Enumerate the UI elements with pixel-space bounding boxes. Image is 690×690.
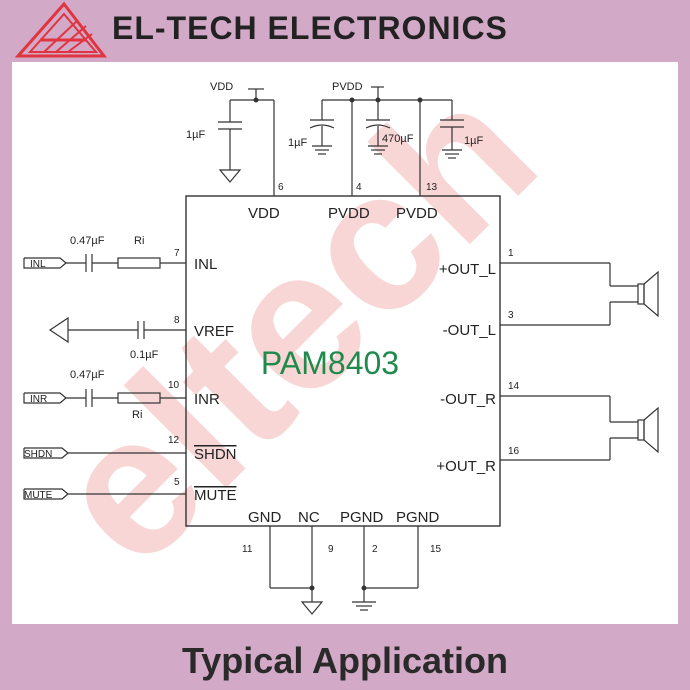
pin-number-6: 6: [278, 182, 284, 193]
inr-cap-label: 0.47µF: [70, 369, 105, 381]
pin-name-vref: VREF: [194, 323, 234, 340]
pin-name-vdd: VDD: [248, 205, 280, 222]
vdd-supply-label: VDD: [210, 81, 233, 93]
pin-name-minus-out-l: -OUT_L: [443, 322, 496, 339]
pin-name-plus-out-r: +OUT_R: [436, 458, 496, 475]
pin-name-pgnd-15: PGND: [396, 509, 440, 526]
pin-number-8: 8: [174, 315, 180, 326]
input-shdn-label: SHDN: [24, 449, 52, 460]
pvdd-cap3-label: 1µF: [464, 135, 483, 147]
pin-number-4: 4: [356, 182, 362, 193]
pvdd-cap2-label: 470µF: [382, 133, 414, 145]
pin-name-pvdd-4: PVDD: [328, 205, 370, 222]
brand-name: EL-TECH ELECTRONICS: [112, 10, 508, 46]
vdd-cap-label: 1µF: [186, 129, 205, 141]
pin-name-mute: MUTE: [194, 487, 237, 504]
pin-number-16: 16: [508, 446, 520, 457]
header: EL-TECH ELECTRONICS: [0, 0, 690, 62]
pin-number-12: 12: [168, 435, 180, 446]
pin-name-inr: INR: [194, 391, 220, 408]
input-inl-label: INL: [30, 259, 46, 270]
chip-name: PAM8403: [261, 345, 399, 381]
chip-body: [185, 195, 501, 527]
pin-number-2: 2: [372, 544, 378, 555]
pin-name-nc: NC: [298, 509, 320, 526]
pvdd-cap1-label: 1µF: [288, 137, 307, 149]
pin-name-pgnd-2: PGND: [340, 509, 384, 526]
pin-name-gnd: GND: [248, 509, 282, 526]
inr-res-label: Ri: [132, 409, 142, 421]
pvdd-supply-label: PVDD: [332, 81, 363, 93]
pin-number-5: 5: [174, 477, 180, 488]
footer-title: Typical Application: [181, 640, 509, 681]
pin-name-minus-out-r: -OUT_R: [440, 391, 496, 408]
pin-number-9: 9: [328, 544, 334, 555]
pin-number-11: 11: [242, 544, 253, 555]
input-inr-label: INR: [30, 394, 47, 405]
inl-cap-label: 0.47µF: [70, 235, 105, 247]
pin-name-inl: INL: [194, 256, 217, 273]
pin-number-10: 10: [168, 380, 180, 391]
pin-number-13: 13: [426, 182, 438, 193]
triangle-logo-icon: [14, 1, 108, 58]
pin-number-14: 14: [508, 381, 520, 392]
inl-res-label: Ri: [134, 235, 144, 247]
pin-name-pvdd-13: PVDD: [396, 205, 438, 222]
pin-number-1: 1: [508, 248, 514, 259]
input-mute-label: MUTE: [24, 490, 53, 501]
pin-number-7: 7: [174, 248, 180, 259]
schematic-panel: eltech: [10, 40, 678, 624]
schematic: eltech: [10, 40, 659, 615]
pin-number-15: 15: [430, 544, 442, 555]
vref-cap-label: 0.1µF: [130, 349, 159, 361]
pin-name-plus-out-l: +OUT_L: [439, 261, 496, 278]
pin-name-shdn: SHDN: [194, 446, 237, 463]
pin-number-3: 3: [508, 310, 514, 321]
